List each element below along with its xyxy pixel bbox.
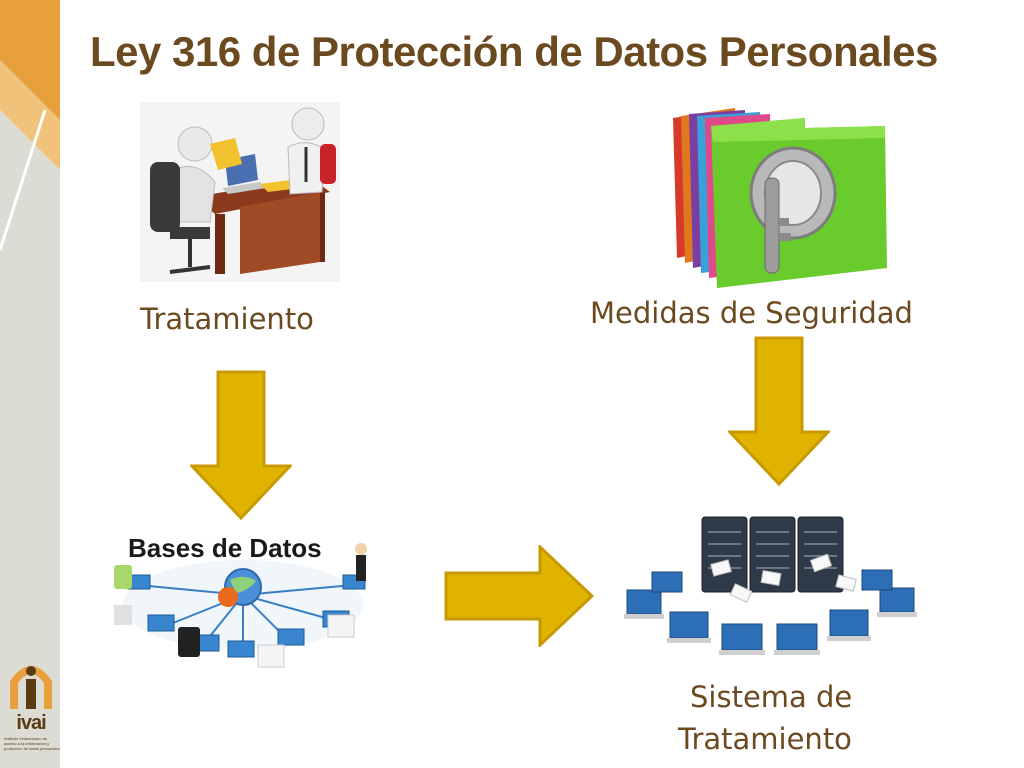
node-label-tratamiento: Tratamiento (140, 302, 314, 336)
database-network-caption: Bases de Datos (128, 533, 322, 563)
right-arrow (444, 543, 595, 651)
node-label-sistema-line2: Tratamiento (678, 722, 852, 756)
logo-subtitle: Instituto Veracruzano de acceso a la inf… (4, 736, 60, 751)
ivai-logo (4, 655, 58, 755)
down-arrow-left (188, 370, 294, 524)
secure-folders-illustration (665, 108, 890, 293)
office-workers-illustration (140, 102, 340, 282)
node-label-sistema-line1: Sistema de (690, 680, 853, 714)
slide-sidebar (0, 0, 60, 768)
server-system-illustration (622, 512, 922, 670)
down-arrow-right (726, 336, 832, 490)
slide-title: Ley 316 de Protección de Datos Personale… (90, 28, 938, 75)
node-label-medidas-seguridad: Medidas de Seguridad (590, 296, 913, 330)
logo-wordmark: ivai (16, 712, 46, 734)
database-network-illustration (108, 525, 383, 675)
